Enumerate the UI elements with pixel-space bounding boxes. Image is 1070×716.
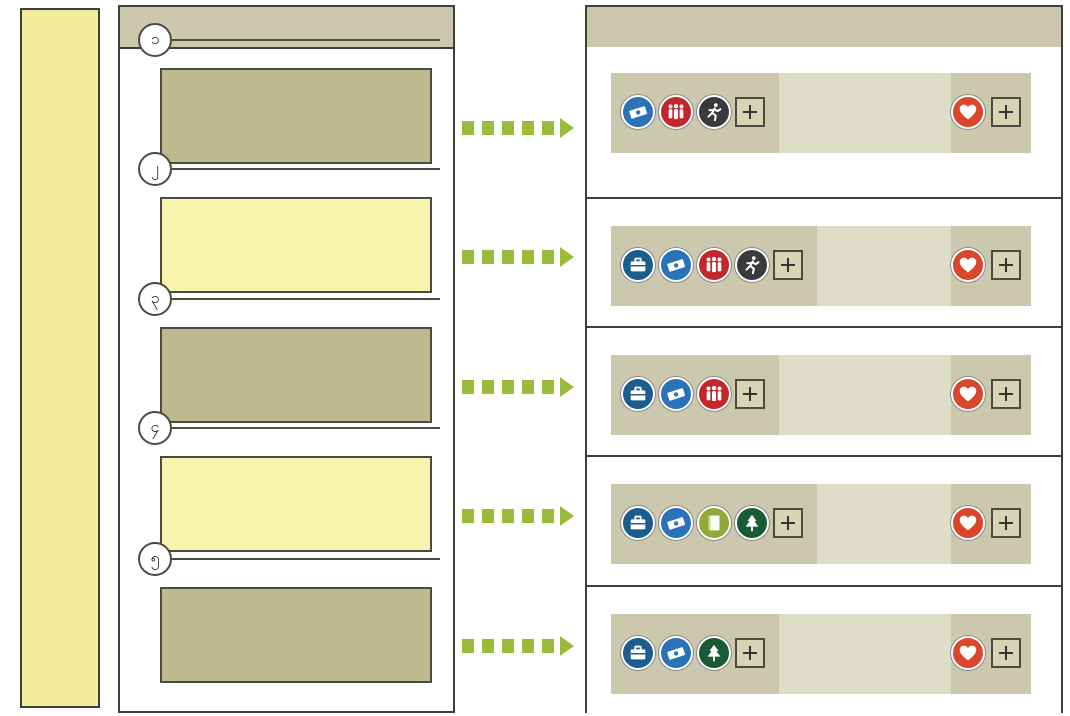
vertical-title-box (20, 8, 100, 708)
step-number-badge: ၁ (138, 23, 172, 57)
add-button[interactable] (735, 379, 765, 409)
impact-row (587, 47, 1061, 175)
panel-gap (779, 73, 951, 153)
section-divider (587, 455, 1061, 457)
heart-icon (951, 248, 985, 282)
money-icon (659, 248, 693, 282)
people-icon (659, 95, 693, 129)
dashed-arrow-icon (462, 377, 577, 397)
panel-gap (779, 614, 951, 694)
runner-icon (735, 248, 769, 282)
plus-icon (998, 257, 1014, 273)
heart-icon (951, 377, 985, 411)
wellbeing-group (951, 95, 1021, 129)
impact-row (587, 588, 1061, 716)
plus-icon (780, 257, 796, 273)
wellbeing-group (951, 506, 1021, 540)
plus-icon (998, 515, 1014, 531)
badge-connector-line (172, 298, 440, 300)
briefcase-icon (621, 636, 655, 670)
section-divider (587, 197, 1061, 199)
impact-panel (611, 355, 1031, 435)
step-number-badge: ၅ (138, 542, 172, 576)
plus-icon (998, 104, 1014, 120)
actions-column-header (120, 7, 453, 49)
section-divider (587, 585, 1061, 587)
actions-column (118, 5, 455, 713)
dashed-arrow-icon (462, 506, 577, 526)
impact-icon-group (621, 377, 765, 411)
plus-icon (998, 645, 1014, 661)
impact-panel (611, 614, 1031, 694)
step-number-badge: ၄ (138, 411, 172, 445)
action-card (160, 197, 432, 293)
wellbeing-group (951, 248, 1021, 282)
panel-gap (817, 484, 951, 564)
briefcase-icon (621, 506, 655, 540)
impact-row (587, 458, 1061, 586)
heart-icon (951, 95, 985, 129)
impacts-column (585, 5, 1063, 716)
badge-connector-line (172, 427, 440, 429)
badge-connector-line (172, 39, 440, 41)
impact-icon-group (621, 636, 765, 670)
dashed-arrow-icon (462, 118, 577, 138)
badge-connector-line (172, 168, 440, 170)
action-card (160, 456, 432, 552)
action-card (160, 587, 432, 683)
money-icon (621, 95, 655, 129)
wellbeing-group (951, 636, 1021, 670)
runner-icon (697, 95, 731, 129)
step-number-badge: ၂ (138, 152, 172, 186)
impact-panel (611, 484, 1031, 564)
add-button[interactable] (735, 638, 765, 668)
plus-icon (742, 104, 758, 120)
action-card (160, 327, 432, 423)
impact-icon-group (621, 248, 803, 282)
add-button[interactable] (991, 250, 1021, 280)
impact-panel (611, 226, 1031, 306)
dashed-arrow-icon (462, 247, 577, 267)
wellbeing-group (951, 377, 1021, 411)
panel-gap (817, 226, 951, 306)
money-icon (659, 636, 693, 670)
tree-icon (697, 636, 731, 670)
dashed-arrow-icon (462, 636, 577, 656)
add-button[interactable] (735, 97, 765, 127)
section-divider (587, 326, 1061, 328)
plus-icon (742, 386, 758, 402)
add-button[interactable] (773, 508, 803, 538)
plus-icon (780, 515, 796, 531)
people-icon (697, 377, 731, 411)
add-button[interactable] (991, 379, 1021, 409)
book-icon (697, 506, 731, 540)
action-card (160, 68, 432, 164)
impact-panel (611, 73, 1031, 153)
tree-icon (735, 506, 769, 540)
briefcase-icon (621, 377, 655, 411)
add-button[interactable] (991, 97, 1021, 127)
people-icon (697, 248, 731, 282)
plus-icon (742, 645, 758, 661)
impact-icon-group (621, 95, 765, 129)
impacts-column-header (587, 7, 1061, 49)
heart-icon (951, 636, 985, 670)
money-icon (659, 506, 693, 540)
plus-icon (998, 386, 1014, 402)
impact-row (587, 200, 1061, 328)
panel-gap (779, 355, 951, 435)
heart-icon (951, 506, 985, 540)
impact-row (587, 329, 1061, 457)
impact-icon-group (621, 506, 803, 540)
add-button[interactable] (773, 250, 803, 280)
briefcase-icon (621, 248, 655, 282)
add-button[interactable] (991, 508, 1021, 538)
money-icon (659, 377, 693, 411)
badge-connector-line (172, 558, 440, 560)
add-button[interactable] (991, 638, 1021, 668)
step-number-badge: ၃ (138, 282, 172, 316)
